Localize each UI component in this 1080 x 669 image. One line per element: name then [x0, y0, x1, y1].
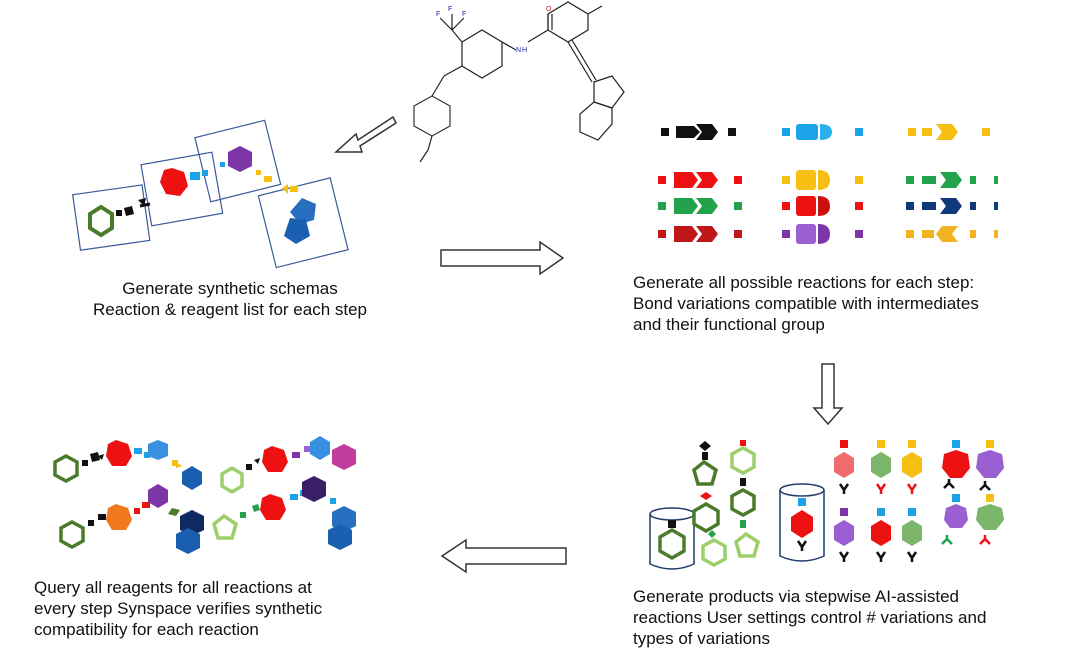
product-column-2 [730, 440, 761, 558]
reaction-yellow-2 [782, 170, 863, 190]
reaction-green-2 [658, 198, 742, 214]
products-panel [649, 440, 1004, 570]
reaction-red-2 [782, 196, 863, 216]
reaction-yellow [908, 124, 990, 140]
caption-generate-schemas: Generate synthetic schemas Reaction & re… [92, 279, 368, 319]
atom-n: N [516, 47, 521, 54]
caption-generate-products: Generate products via stepwise AI-assist… [633, 587, 987, 648]
synthetic-schema [72, 119, 349, 269]
caption-generate-reactions: Generate all possible reactions for each… [633, 273, 979, 334]
caption-query-reagents: Query all reagents for all reactions at … [34, 578, 323, 639]
molecule-structure [413, 1, 625, 163]
reagent-chains [53, 436, 356, 554]
reaction-blue [782, 124, 863, 140]
atom-h: H [522, 47, 527, 54]
reaction-dark-red [658, 226, 742, 242]
hollow-arrow-down [812, 363, 844, 426]
reaction-orange-yellow [906, 226, 998, 242]
reagent-bottle-icon [649, 507, 695, 570]
reagent-bottle-icon-2 [779, 483, 825, 562]
atom-f1: F [436, 11, 440, 18]
product-column-1 [691, 441, 727, 567]
product-grid-top [834, 440, 1004, 494]
hollow-arrow-left [440, 538, 567, 574]
reaction-black [661, 124, 736, 140]
product-grid-bottom [834, 494, 1004, 562]
hollow-arrow-right [440, 240, 565, 276]
reaction-green [906, 172, 998, 188]
reaction-navy [906, 198, 998, 214]
atom-f2: F [448, 6, 452, 13]
molecule-atom-labels: F F F O N H [436, 6, 552, 54]
atom-o: O [546, 6, 552, 13]
reaction-purple [782, 224, 863, 244]
reaction-variations-grid [658, 124, 998, 244]
hollow-arrow-diagonal [334, 115, 397, 153]
atom-f3: F [462, 11, 466, 18]
reaction-red [658, 172, 742, 188]
